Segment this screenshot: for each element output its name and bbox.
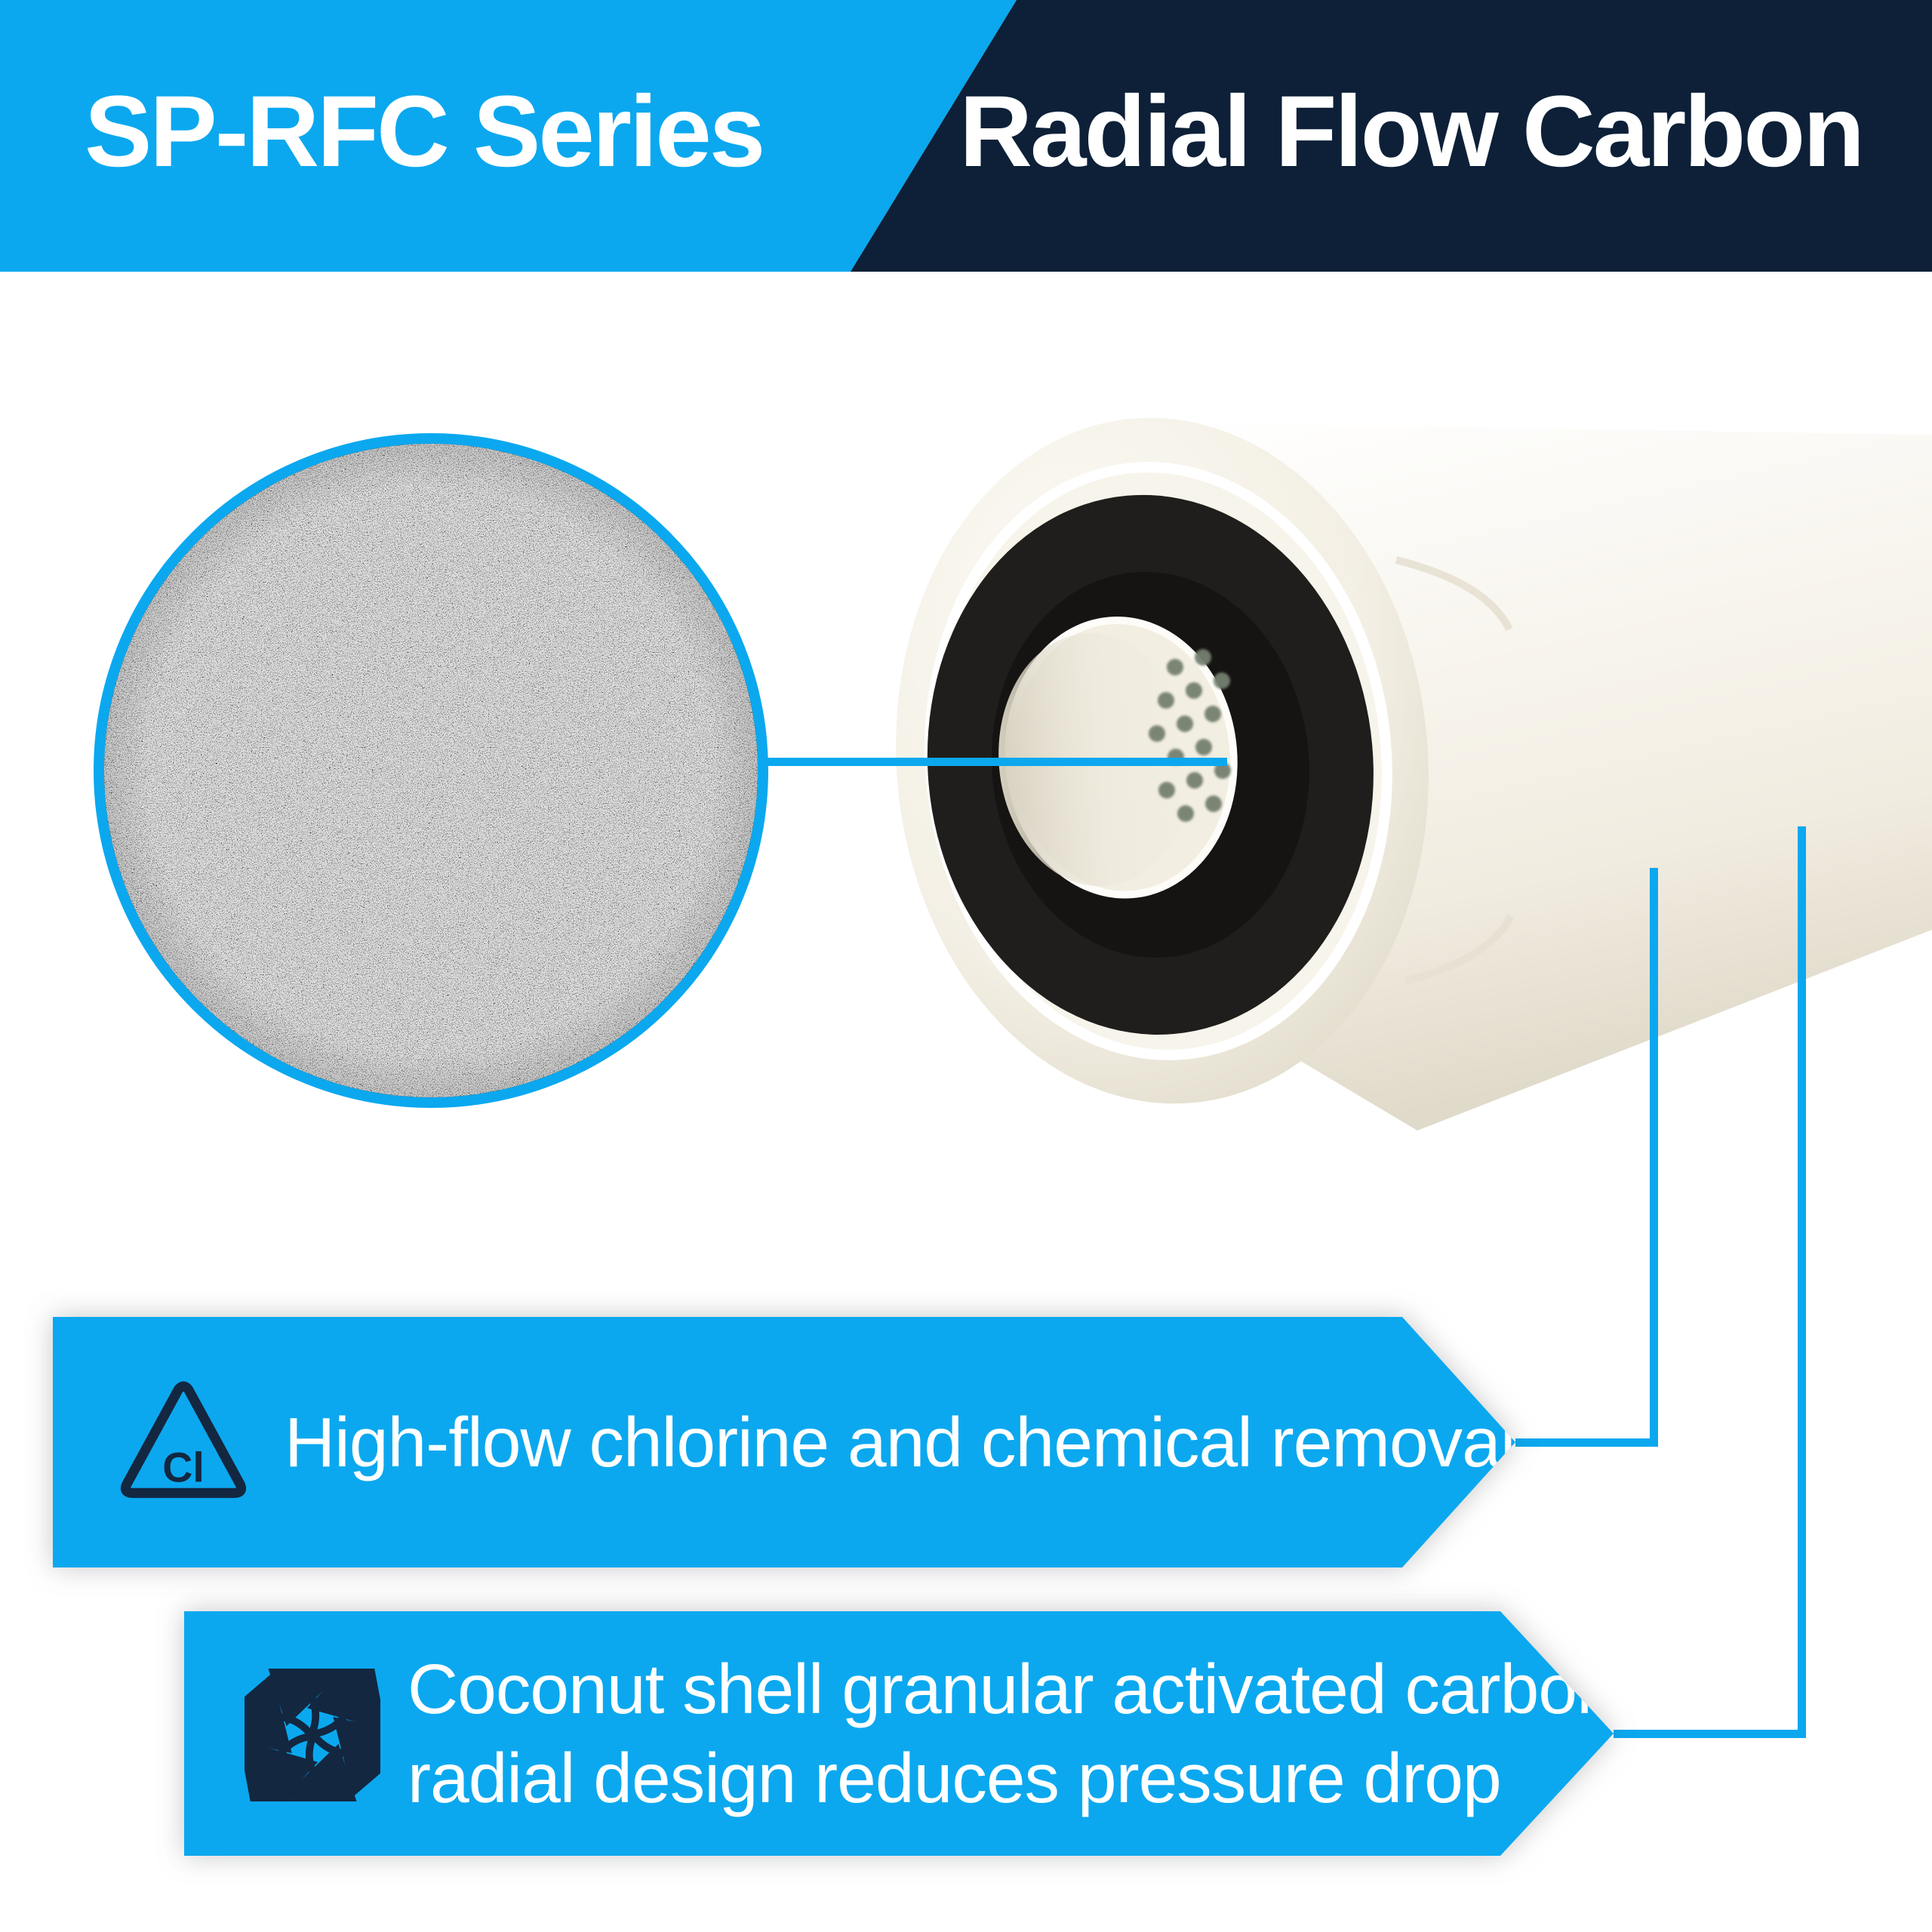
callout1-connector-horizontal (1515, 1438, 1658, 1447)
chlorine-symbol-label: Cl (162, 1444, 205, 1491)
callout2-connector-horizontal (1614, 1730, 1806, 1738)
callout-coconut-carbon-line2: radial design reduces pressure drop (408, 1739, 1502, 1817)
callout-chlorine-removal: Cl High-flow chlorine and chemical remov… (53, 1317, 1515, 1567)
series-banner: SP-RFC Series (0, 0, 1017, 272)
callout2-connector-vertical (1798, 826, 1806, 1738)
carbon-granules-texture (104, 444, 758, 1097)
callout-chlorine-removal-box: Cl High-flow chlorine and chemical remov… (53, 1317, 1515, 1567)
callout1-connector-vertical (1650, 868, 1658, 1447)
carbon-detail-circle (94, 433, 768, 1108)
callout-coconut-carbon-text: Coconut shell granular activated carbon … (408, 1644, 1615, 1823)
cartridge-body (1147, 423, 1932, 1131)
callout-coconut-carbon: Coconut shell granular activated carbon … (184, 1611, 1614, 1856)
callout-chlorine-removal-text: High-flow chlorine and chemical removal (285, 1402, 1515, 1481)
product-type-banner-label: Radial Flow Carbon (959, 75, 1865, 188)
callout-coconut-carbon-line1: Coconut shell granular activated carbon (408, 1649, 1615, 1728)
detail-connector-line (764, 758, 1227, 766)
chlorine-triangle-icon: Cl (120, 1381, 247, 1498)
radial-flow-arrows-icon (245, 1669, 380, 1801)
core-perforations (1149, 649, 1231, 822)
callout-coconut-carbon-box: Coconut shell granular activated carbon … (184, 1611, 1614, 1856)
series-banner-label: SP-RFC Series (85, 75, 764, 188)
product-type-banner: Radial Flow Carbon (851, 0, 1932, 272)
